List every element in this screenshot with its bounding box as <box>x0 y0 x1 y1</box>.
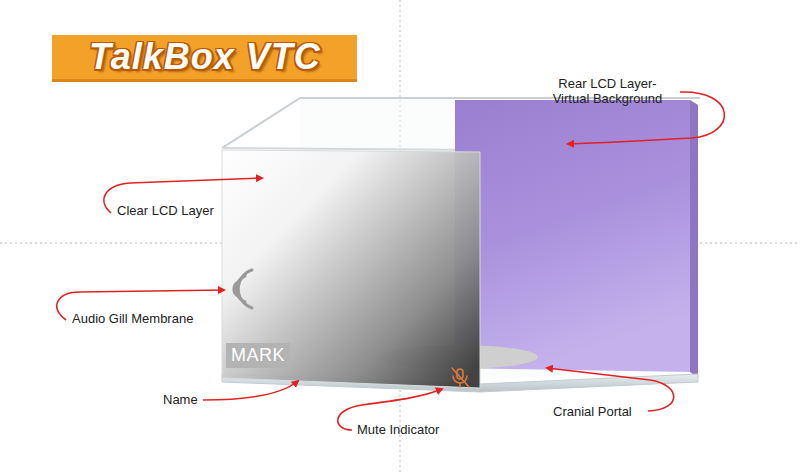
part-label: Audio Gill Membrane <box>72 311 193 326</box>
title-text: TalkBox VTC <box>89 35 321 79</box>
mic-stand <box>459 383 461 387</box>
part-label: Cranial Portal <box>553 404 632 419</box>
mute-slash <box>452 368 469 387</box>
mute-icon <box>452 368 469 387</box>
audio-gill-icon <box>234 270 252 308</box>
cube-edge <box>222 148 480 150</box>
leader-lines <box>57 92 725 430</box>
clear-lcd-layer <box>222 150 480 388</box>
rear-lcd-layer <box>455 100 698 378</box>
gradient-panel <box>222 150 480 388</box>
part-label: Rear LCD Layer- Virtual Background <box>545 76 670 106</box>
cube-edge <box>222 98 300 148</box>
part-label: Clear LCD Layer <box>117 203 214 218</box>
name-tag: MARK <box>226 343 290 368</box>
panel-edge <box>690 100 698 378</box>
sound-arc <box>238 270 252 308</box>
part-label: Mute Indicator <box>357 422 439 437</box>
name-text: MARK <box>231 343 290 368</box>
title-banner: TalkBox VTC <box>52 35 357 82</box>
leader-line <box>203 381 298 400</box>
part-label: Name <box>163 392 198 407</box>
